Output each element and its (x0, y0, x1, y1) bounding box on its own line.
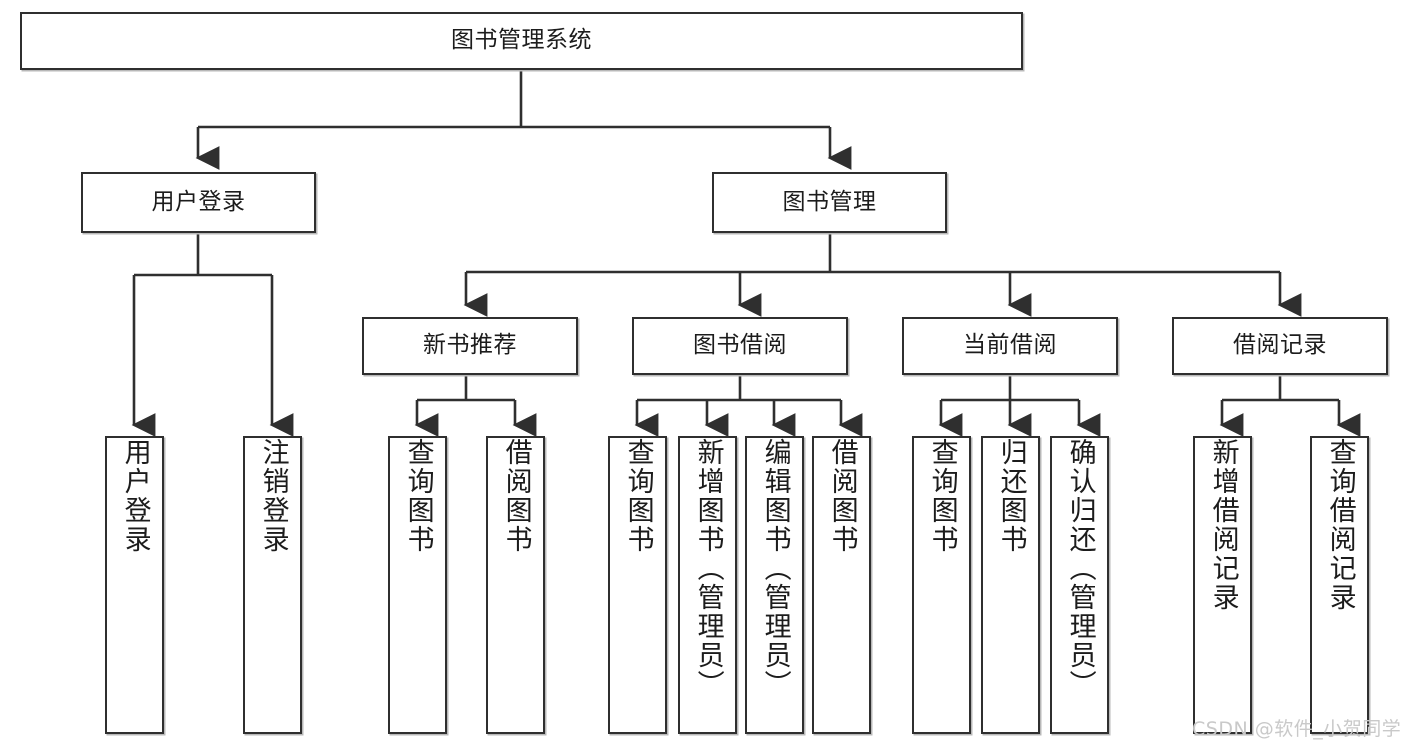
leaf-book-borrow-add[interactable]: 新增图书（管理员） (678, 436, 737, 734)
leaf-current-borrow-confirm[interactable]: 确认归还（管理员） (1050, 436, 1109, 734)
leaf-label: 新增借阅记录 (1207, 438, 1239, 612)
node-current-borrow[interactable]: 当前借阅 (902, 317, 1118, 375)
leaf-book-borrow-borrow[interactable]: 借阅图书 (812, 436, 871, 734)
leaf-borrow-record-query[interactable]: 查询借阅记录 (1310, 436, 1369, 734)
leaf-book-borrow-query[interactable]: 查询图书 (608, 436, 667, 734)
leaf-borrow-record-add[interactable]: 新增借阅记录 (1193, 436, 1252, 734)
node-user-login[interactable]: 用户登录 (81, 172, 316, 233)
leaf-label: 查询借阅记录 (1324, 438, 1356, 612)
leaf-label: 确认归还（管理员） (1064, 438, 1096, 699)
leaf-label: 借阅图书 (500, 438, 532, 554)
leaf-label: 查询图书 (402, 438, 434, 554)
leaf-label: 借阅图书 (826, 438, 858, 554)
leaf-new-book-borrow[interactable]: 借阅图书 (486, 436, 545, 734)
leaf-label: 归还图书 (995, 438, 1027, 554)
leaf-book-borrow-edit[interactable]: 编辑图书（管理员） (745, 436, 804, 734)
leaf-label: 新增图书（管理员） (692, 438, 724, 699)
leaf-label: 查询图书 (622, 438, 654, 554)
leaf-label: 查询图书 (926, 438, 958, 554)
node-book-borrow-label: 图书借阅 (693, 332, 787, 359)
leaf-label: 用户登录 (119, 438, 151, 554)
leaf-label: 注销登录 (257, 438, 289, 554)
node-current-borrow-label: 当前借阅 (963, 332, 1057, 359)
node-book-management[interactable]: 图书管理 (712, 172, 947, 233)
node-borrow-record[interactable]: 借阅记录 (1172, 317, 1388, 375)
node-new-book-recommend-label: 新书推荐 (423, 332, 517, 359)
node-root[interactable]: 图书管理系统 (20, 12, 1023, 70)
csdn-watermark: CSDN @软件_小贺同学 (1192, 718, 1402, 740)
leaf-user-login-login[interactable]: 用户登录 (105, 436, 164, 734)
node-book-management-label: 图书管理 (782, 188, 877, 215)
leaf-user-login-logout[interactable]: 注销登录 (243, 436, 302, 734)
leaf-new-book-query[interactable]: 查询图书 (388, 436, 447, 734)
leaf-current-borrow-query[interactable]: 查询图书 (912, 436, 971, 734)
node-user-login-label: 用户登录 (151, 188, 246, 215)
node-root-label: 图书管理系统 (451, 27, 592, 54)
node-borrow-record-label: 借阅记录 (1233, 332, 1327, 359)
node-book-borrow[interactable]: 图书借阅 (632, 317, 848, 375)
node-new-book-recommend[interactable]: 新书推荐 (362, 317, 578, 375)
leaf-label: 编辑图书（管理员） (759, 438, 791, 699)
leaf-current-borrow-return[interactable]: 归还图书 (981, 436, 1040, 734)
